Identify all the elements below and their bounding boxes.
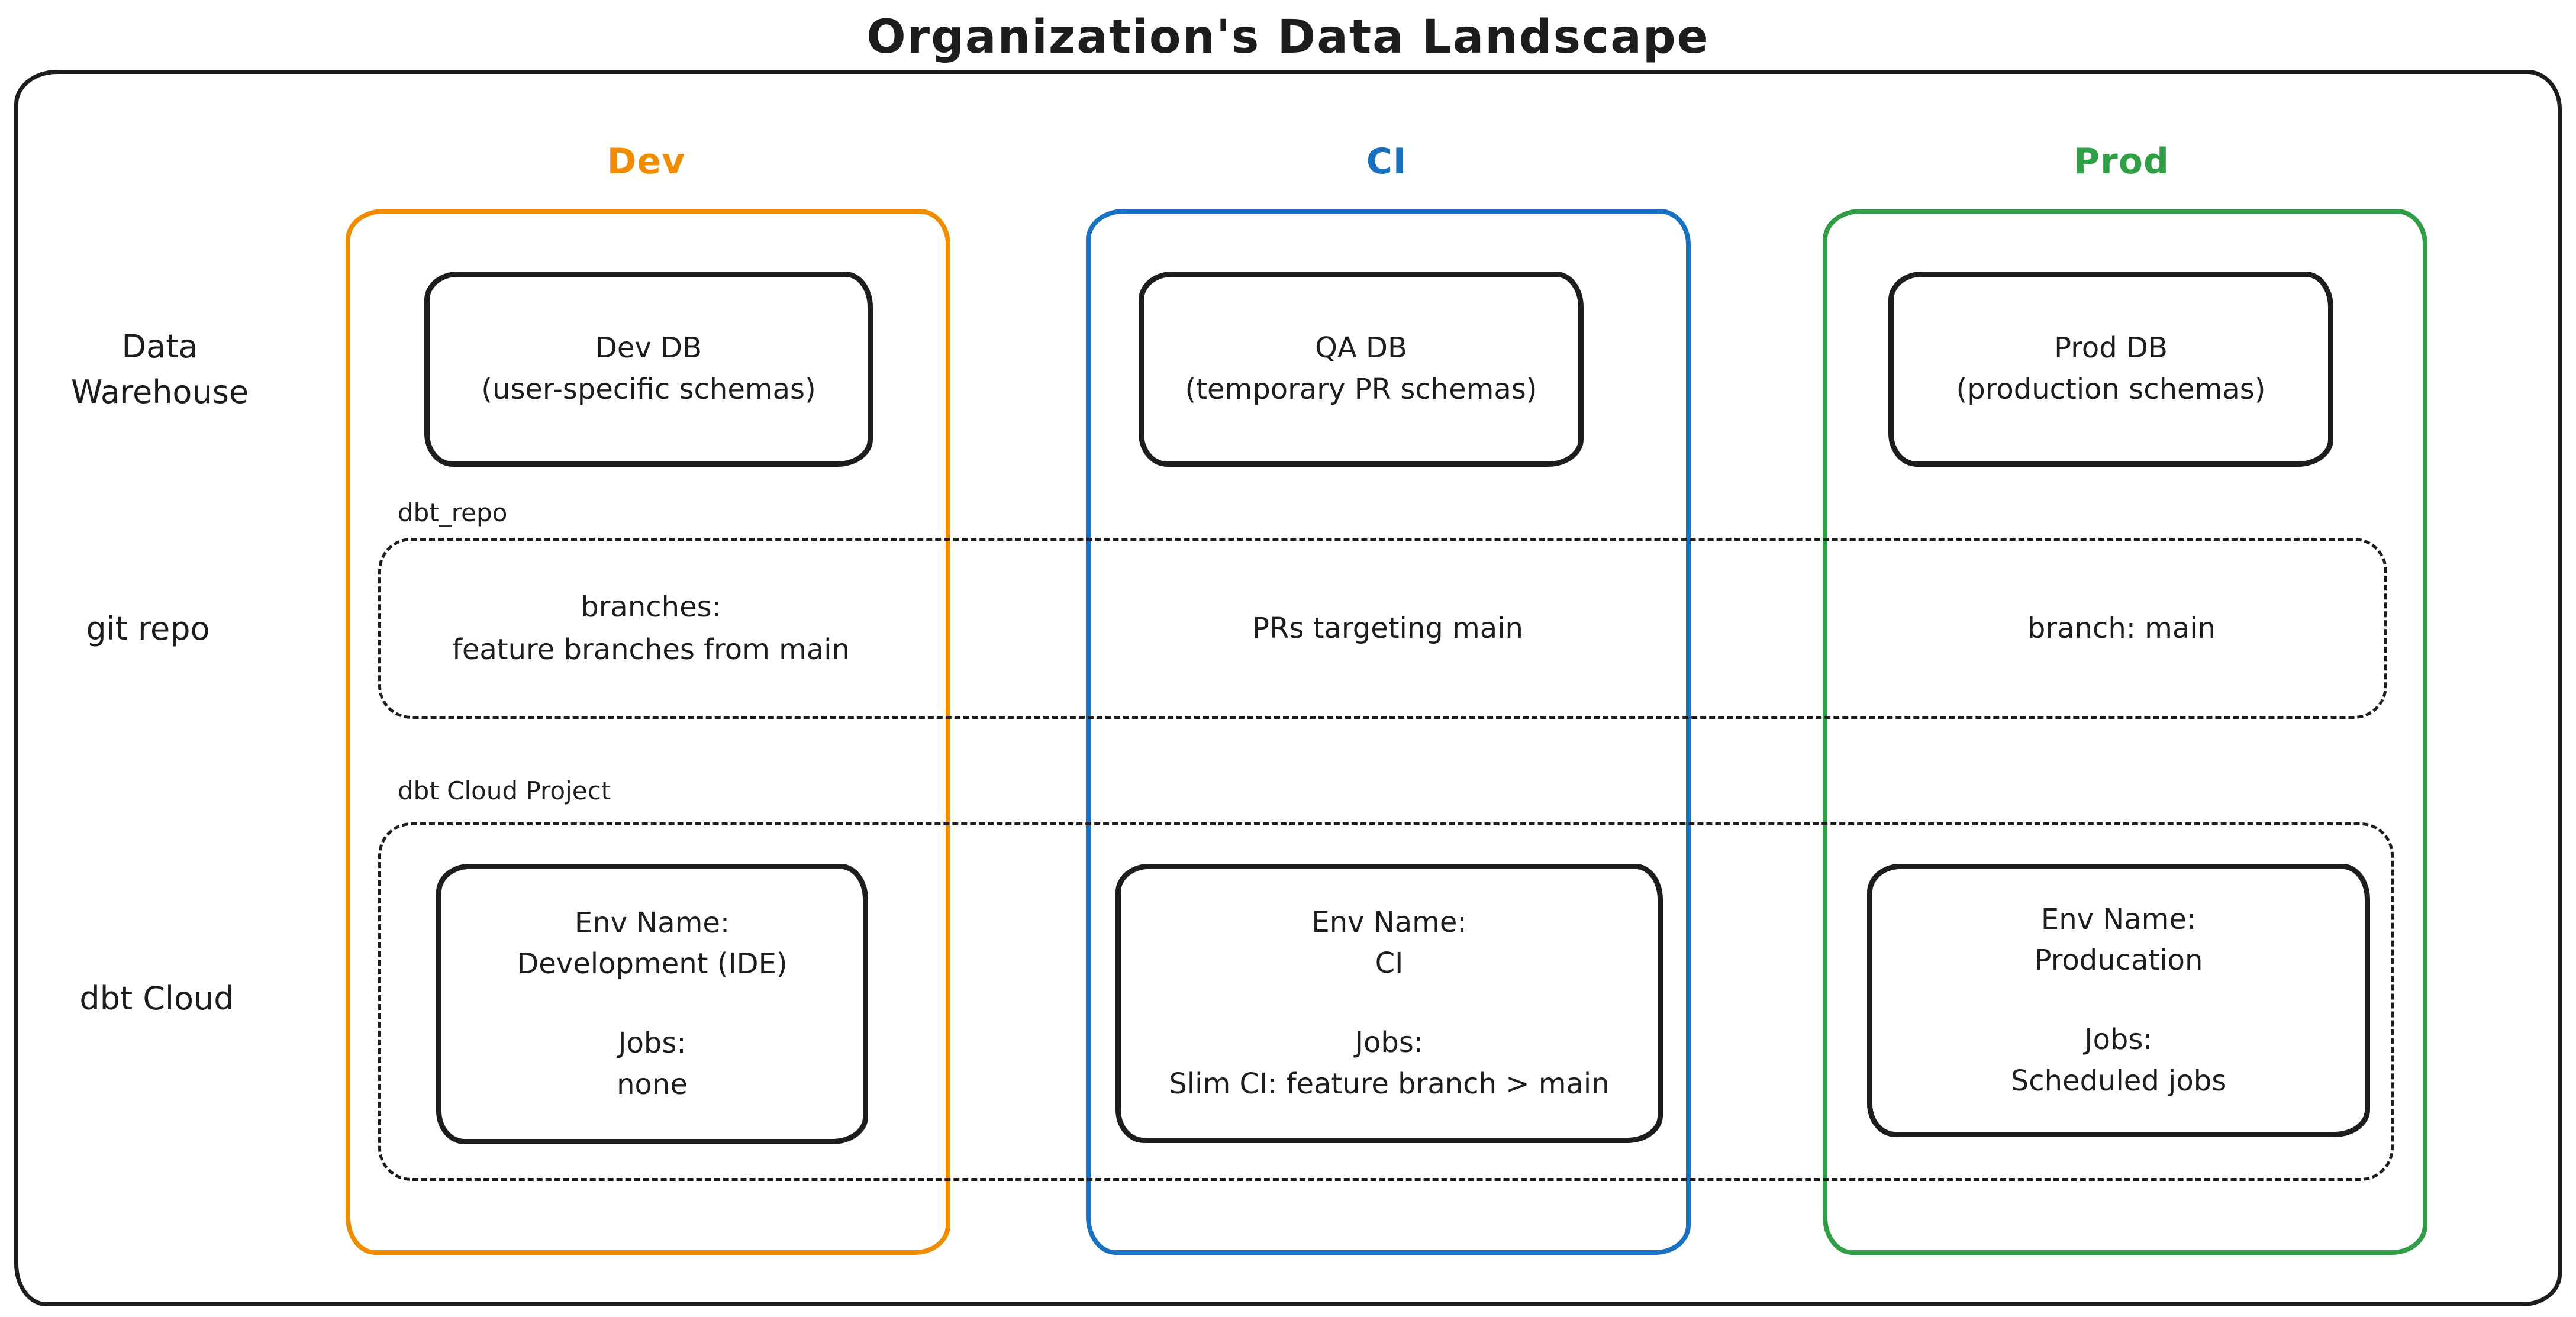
row-label-git-repo: git repo bbox=[86, 610, 210, 647]
dbt-jobs-group-dev: Jobs: none bbox=[617, 1023, 688, 1105]
dbt-env-box-prod: Env Name: Producation Jobs: Scheduled jo… bbox=[1867, 864, 2370, 1137]
dbt-cloud-project-group-box bbox=[378, 822, 2394, 1181]
column-frame-ci bbox=[1086, 209, 1691, 1255]
column-frame-dev bbox=[346, 209, 950, 1255]
env-name-value: CI bbox=[1375, 947, 1404, 980]
env-name-value: Development (IDE) bbox=[517, 947, 788, 981]
git-text-ci: PRs targeting main bbox=[1252, 612, 1523, 645]
column-header-dev: Dev bbox=[607, 141, 686, 182]
warehouse-box-dev-text: Dev DB (user-specific schemas) bbox=[481, 331, 816, 406]
warehouse-box-ci-text: QA DB (temporary PR schemas) bbox=[1185, 331, 1537, 406]
warehouse-box-dev: Dev DB (user-specific schemas) bbox=[424, 272, 873, 467]
warehouse-box-prod-text: Prod DB (production schemas) bbox=[1956, 331, 2266, 406]
warehouse-box-ci: QA DB (temporary PR schemas) bbox=[1139, 272, 1584, 467]
jobs-label: Jobs: bbox=[618, 1027, 686, 1060]
column-frame-prod bbox=[1823, 209, 2427, 1255]
column-header-prod: Prod bbox=[2074, 141, 2169, 182]
dbt-jobs-group-ci: Jobs: Slim CI: feature branch > main bbox=[1169, 1022, 1609, 1105]
git-repo-group-label: dbt_repo bbox=[398, 498, 508, 527]
warehouse-box-prod: Prod DB (production schemas) bbox=[1888, 272, 2333, 467]
diagram-title: Organization's Data Landscape bbox=[866, 11, 1710, 64]
jobs-value: none bbox=[617, 1067, 688, 1101]
env-name-value: Producation bbox=[2034, 944, 2203, 977]
dbt-jobs-group-prod: Jobs: Scheduled jobs bbox=[2011, 1019, 2226, 1102]
row-label-dbt-cloud: dbt Cloud bbox=[79, 980, 234, 1017]
jobs-value: Scheduled jobs bbox=[2010, 1064, 2227, 1098]
env-name-label: Env Name: bbox=[574, 906, 730, 940]
dbt-env-name-group-ci: Env Name: CI bbox=[1311, 902, 1466, 984]
jobs-value: Slim CI: feature branch > main bbox=[1169, 1067, 1610, 1100]
dbt-env-box-ci: Env Name: CI Jobs: Slim CI: feature bran… bbox=[1115, 864, 1663, 1143]
dbt-env-name-group-prod: Env Name: Producation bbox=[2035, 899, 2203, 982]
env-name-label: Env Name: bbox=[1311, 905, 1467, 939]
row-label-data-warehouse: Data Warehouse bbox=[70, 328, 249, 411]
column-header-ci: CI bbox=[1366, 141, 1407, 182]
dbt-env-name-group-dev: Env Name: Development (IDE) bbox=[517, 903, 787, 985]
jobs-label: Jobs: bbox=[2084, 1023, 2153, 1056]
jobs-label: Jobs: bbox=[1355, 1026, 1424, 1059]
env-name-label: Env Name: bbox=[2040, 902, 2197, 936]
dbt-env-box-dev: Env Name: Development (IDE) Jobs: none bbox=[436, 864, 868, 1144]
dbt-cloud-project-group-label: dbt Cloud Project bbox=[398, 776, 611, 805]
landscape-outer-frame bbox=[14, 70, 2562, 1306]
git-text-prod: branch: main bbox=[2027, 612, 2216, 645]
git-repo-group-box bbox=[378, 538, 2387, 719]
git-text-dev: branches: feature branches from main bbox=[452, 590, 850, 666]
